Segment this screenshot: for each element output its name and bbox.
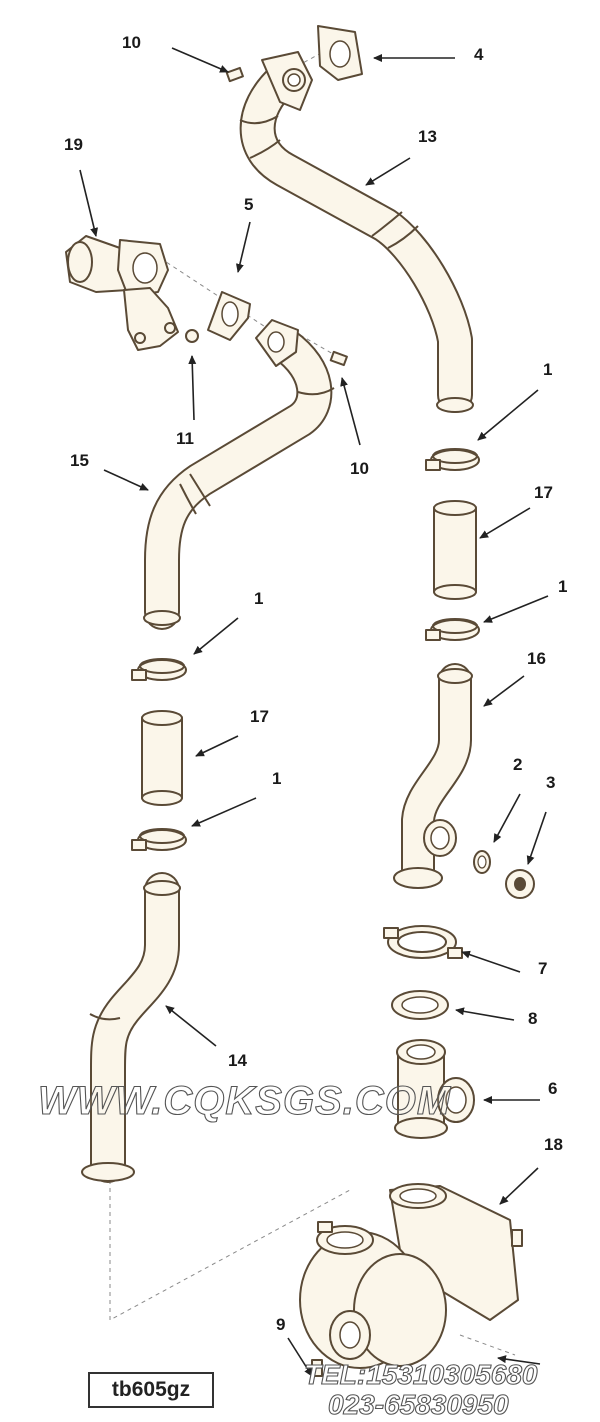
pipe-15 xyxy=(143,319,335,630)
callout-1-right-top: 1 xyxy=(543,360,552,379)
callout-1-left-lower: 1 xyxy=(272,769,281,788)
callout-5: 5 xyxy=(244,195,253,214)
pipe-14 xyxy=(81,872,181,1183)
pipe-16 xyxy=(393,663,473,889)
callout-10-mid: 10 xyxy=(350,459,369,478)
plug-3 xyxy=(505,869,535,899)
callout-4: 4 xyxy=(474,45,484,64)
callout-1-right-mid: 1 xyxy=(558,577,567,596)
callout-6: 6 xyxy=(548,1079,557,1098)
callout-14: 14 xyxy=(228,1051,247,1070)
screw-11 xyxy=(185,329,199,343)
callout-16: 16 xyxy=(527,649,546,668)
housing-19 xyxy=(65,235,179,351)
callout-10-top: 10 xyxy=(122,33,141,52)
callout-11: 11 xyxy=(176,429,194,448)
flange-gasket-7 xyxy=(383,925,463,959)
gasket-4 xyxy=(317,25,363,81)
leader-arrows xyxy=(79,47,549,1377)
clamp-1-right-mid xyxy=(425,618,480,641)
callout-2: 2 xyxy=(513,755,522,774)
o-ring-2 xyxy=(473,850,491,874)
callout-8: 8 xyxy=(528,1009,537,1028)
water-pump-18 xyxy=(299,1183,523,1369)
elbow-6 xyxy=(394,1039,475,1139)
diagram-code: tb605gz xyxy=(111,1378,191,1401)
gasket-5 xyxy=(207,291,251,341)
callout-3: 3 xyxy=(546,773,555,792)
bolt-10-top xyxy=(225,66,244,83)
callout-19: 19 xyxy=(64,135,83,154)
callout-17-right: 17 xyxy=(534,483,553,502)
contact-phone2: 023-65830950 xyxy=(328,1389,509,1420)
sleeve-17-left xyxy=(141,710,183,806)
contact-tel: TEL:15310305680 xyxy=(304,1359,538,1390)
bolt-10-mid xyxy=(329,350,348,367)
ring-8 xyxy=(391,990,449,1020)
callout-labels: 10 4 13 19 5 11 10 15 1 17 1 1 17 1 16 2… xyxy=(64,33,567,1334)
callout-15: 15 xyxy=(70,451,89,470)
callout-1-left-upper: 1 xyxy=(254,589,263,608)
clamp-1-left-lower xyxy=(131,828,187,851)
callout-17-left: 17 xyxy=(250,707,269,726)
watermark-text: WWW.CQKSGS.COM xyxy=(38,1079,452,1123)
clamp-1-right-top xyxy=(425,448,480,471)
callout-13: 13 xyxy=(418,127,437,146)
sleeve-17-right xyxy=(433,500,477,600)
diagram-code-box: tb605gz xyxy=(88,1372,214,1408)
clamp-1-left-upper xyxy=(131,658,187,681)
callout-7: 7 xyxy=(538,959,547,978)
callout-9: 9 xyxy=(276,1315,285,1334)
pipe-13 xyxy=(239,51,474,413)
callout-18: 18 xyxy=(544,1135,563,1154)
